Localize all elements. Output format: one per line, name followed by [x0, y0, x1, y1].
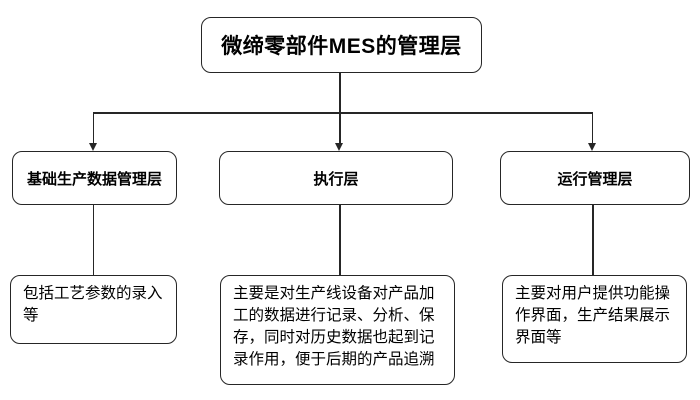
- node-basic-production-data-layer: 基础生产数据管理层: [12, 151, 177, 205]
- connector-right-detail: [592, 205, 594, 275]
- node-label: 包括工艺参数的录入等: [23, 285, 163, 324]
- node-label: 执行层: [313, 170, 359, 188]
- connector-center-detail: [339, 205, 341, 275]
- node-label: 基础生产数据管理层: [26, 170, 162, 188]
- arrow-down-icon: [587, 143, 596, 151]
- connector-root-vertical: [339, 73, 341, 113]
- connector-left-detail: [92, 205, 95, 275]
- arrow-down-icon: [335, 143, 344, 151]
- connector-drop-center: [339, 113, 341, 144]
- node-execution-layer: 执行层: [219, 151, 453, 205]
- node-basic-data-detail: 包括工艺参数的录入等: [10, 275, 177, 344]
- connector-distribution-horizontal: [92, 112, 593, 114]
- node-operation-management-layer: 运行管理层: [500, 151, 690, 205]
- node-label: 微缔零部件MES的管理层: [221, 35, 462, 58]
- node-mes-management-layer: 微缔零部件MES的管理层: [201, 17, 482, 73]
- node-label: 主要是对生产线设备对产品加工的数据进行记录、分析、保存，同时对历史数据也起到记录…: [233, 285, 435, 368]
- node-label: 运行管理层: [557, 170, 633, 188]
- node-label: 主要对用户提供功能操作界面，生产结果展示界面等: [515, 285, 671, 346]
- connector-drop-left: [92, 113, 94, 144]
- connector-drop-right: [591, 113, 593, 144]
- arrow-down-icon: [88, 143, 97, 151]
- node-operation-detail: 主要对用户提供功能操作界面，生产结果展示界面等: [502, 275, 687, 363]
- node-execution-detail: 主要是对生产线设备对产品加工的数据进行记录、分析、保存，同时对历史数据也起到记录…: [220, 275, 455, 385]
